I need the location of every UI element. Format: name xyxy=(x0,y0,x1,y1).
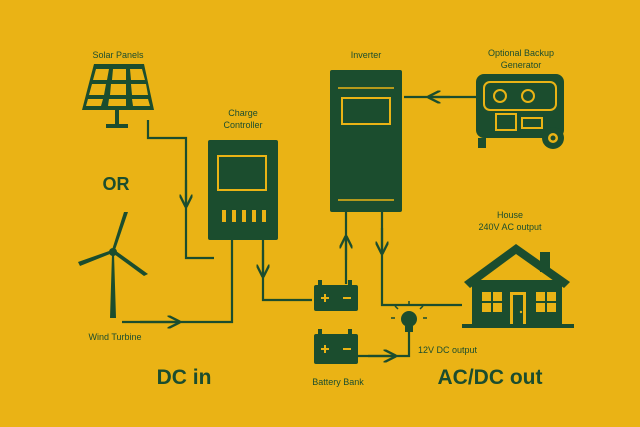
solar-panels-label: Solar Panels xyxy=(92,50,144,60)
wind-turbine-icon xyxy=(78,212,148,318)
light-bulb-icon xyxy=(391,301,427,332)
or-label: OR xyxy=(103,174,130,194)
inverter-icon xyxy=(330,70,402,212)
house-icon xyxy=(462,244,574,328)
house-label-line2: 240V AC output xyxy=(478,222,542,232)
generator-icon xyxy=(476,74,564,149)
battery-icon-bottom xyxy=(314,329,358,364)
dc-output-label: 12V DC output xyxy=(418,345,478,355)
charge-controller-icon xyxy=(208,140,278,240)
wire-inverter-to-house xyxy=(380,258,462,307)
wires xyxy=(122,97,476,356)
battery-bank-label: Battery Bank xyxy=(312,377,364,387)
generator-label-line1: Optional Backup xyxy=(488,48,554,58)
house-label-line1: House xyxy=(497,210,523,220)
dc-in-label: DC in xyxy=(157,366,212,389)
ac-dc-out-label: AC/DC out xyxy=(438,366,543,389)
charge-controller-label-line2: Controller xyxy=(223,120,262,130)
wire-controller-to-battery xyxy=(261,240,312,302)
wire-solar-to-controller xyxy=(146,120,214,260)
wind-turbine-label: Wind Turbine xyxy=(88,332,141,342)
labels: Solar Panels Charge Controller Inverter … xyxy=(88,48,554,389)
wire-battery-to-bulb xyxy=(358,332,411,358)
charge-controller-label-line1: Charge xyxy=(228,108,258,118)
wire-turbine-to-controller xyxy=(122,240,234,324)
solar-panel-icon xyxy=(82,64,154,128)
inverter-label: Inverter xyxy=(351,50,382,60)
generator-label-line2: Generator xyxy=(501,60,542,70)
battery-icon-top xyxy=(314,280,358,311)
